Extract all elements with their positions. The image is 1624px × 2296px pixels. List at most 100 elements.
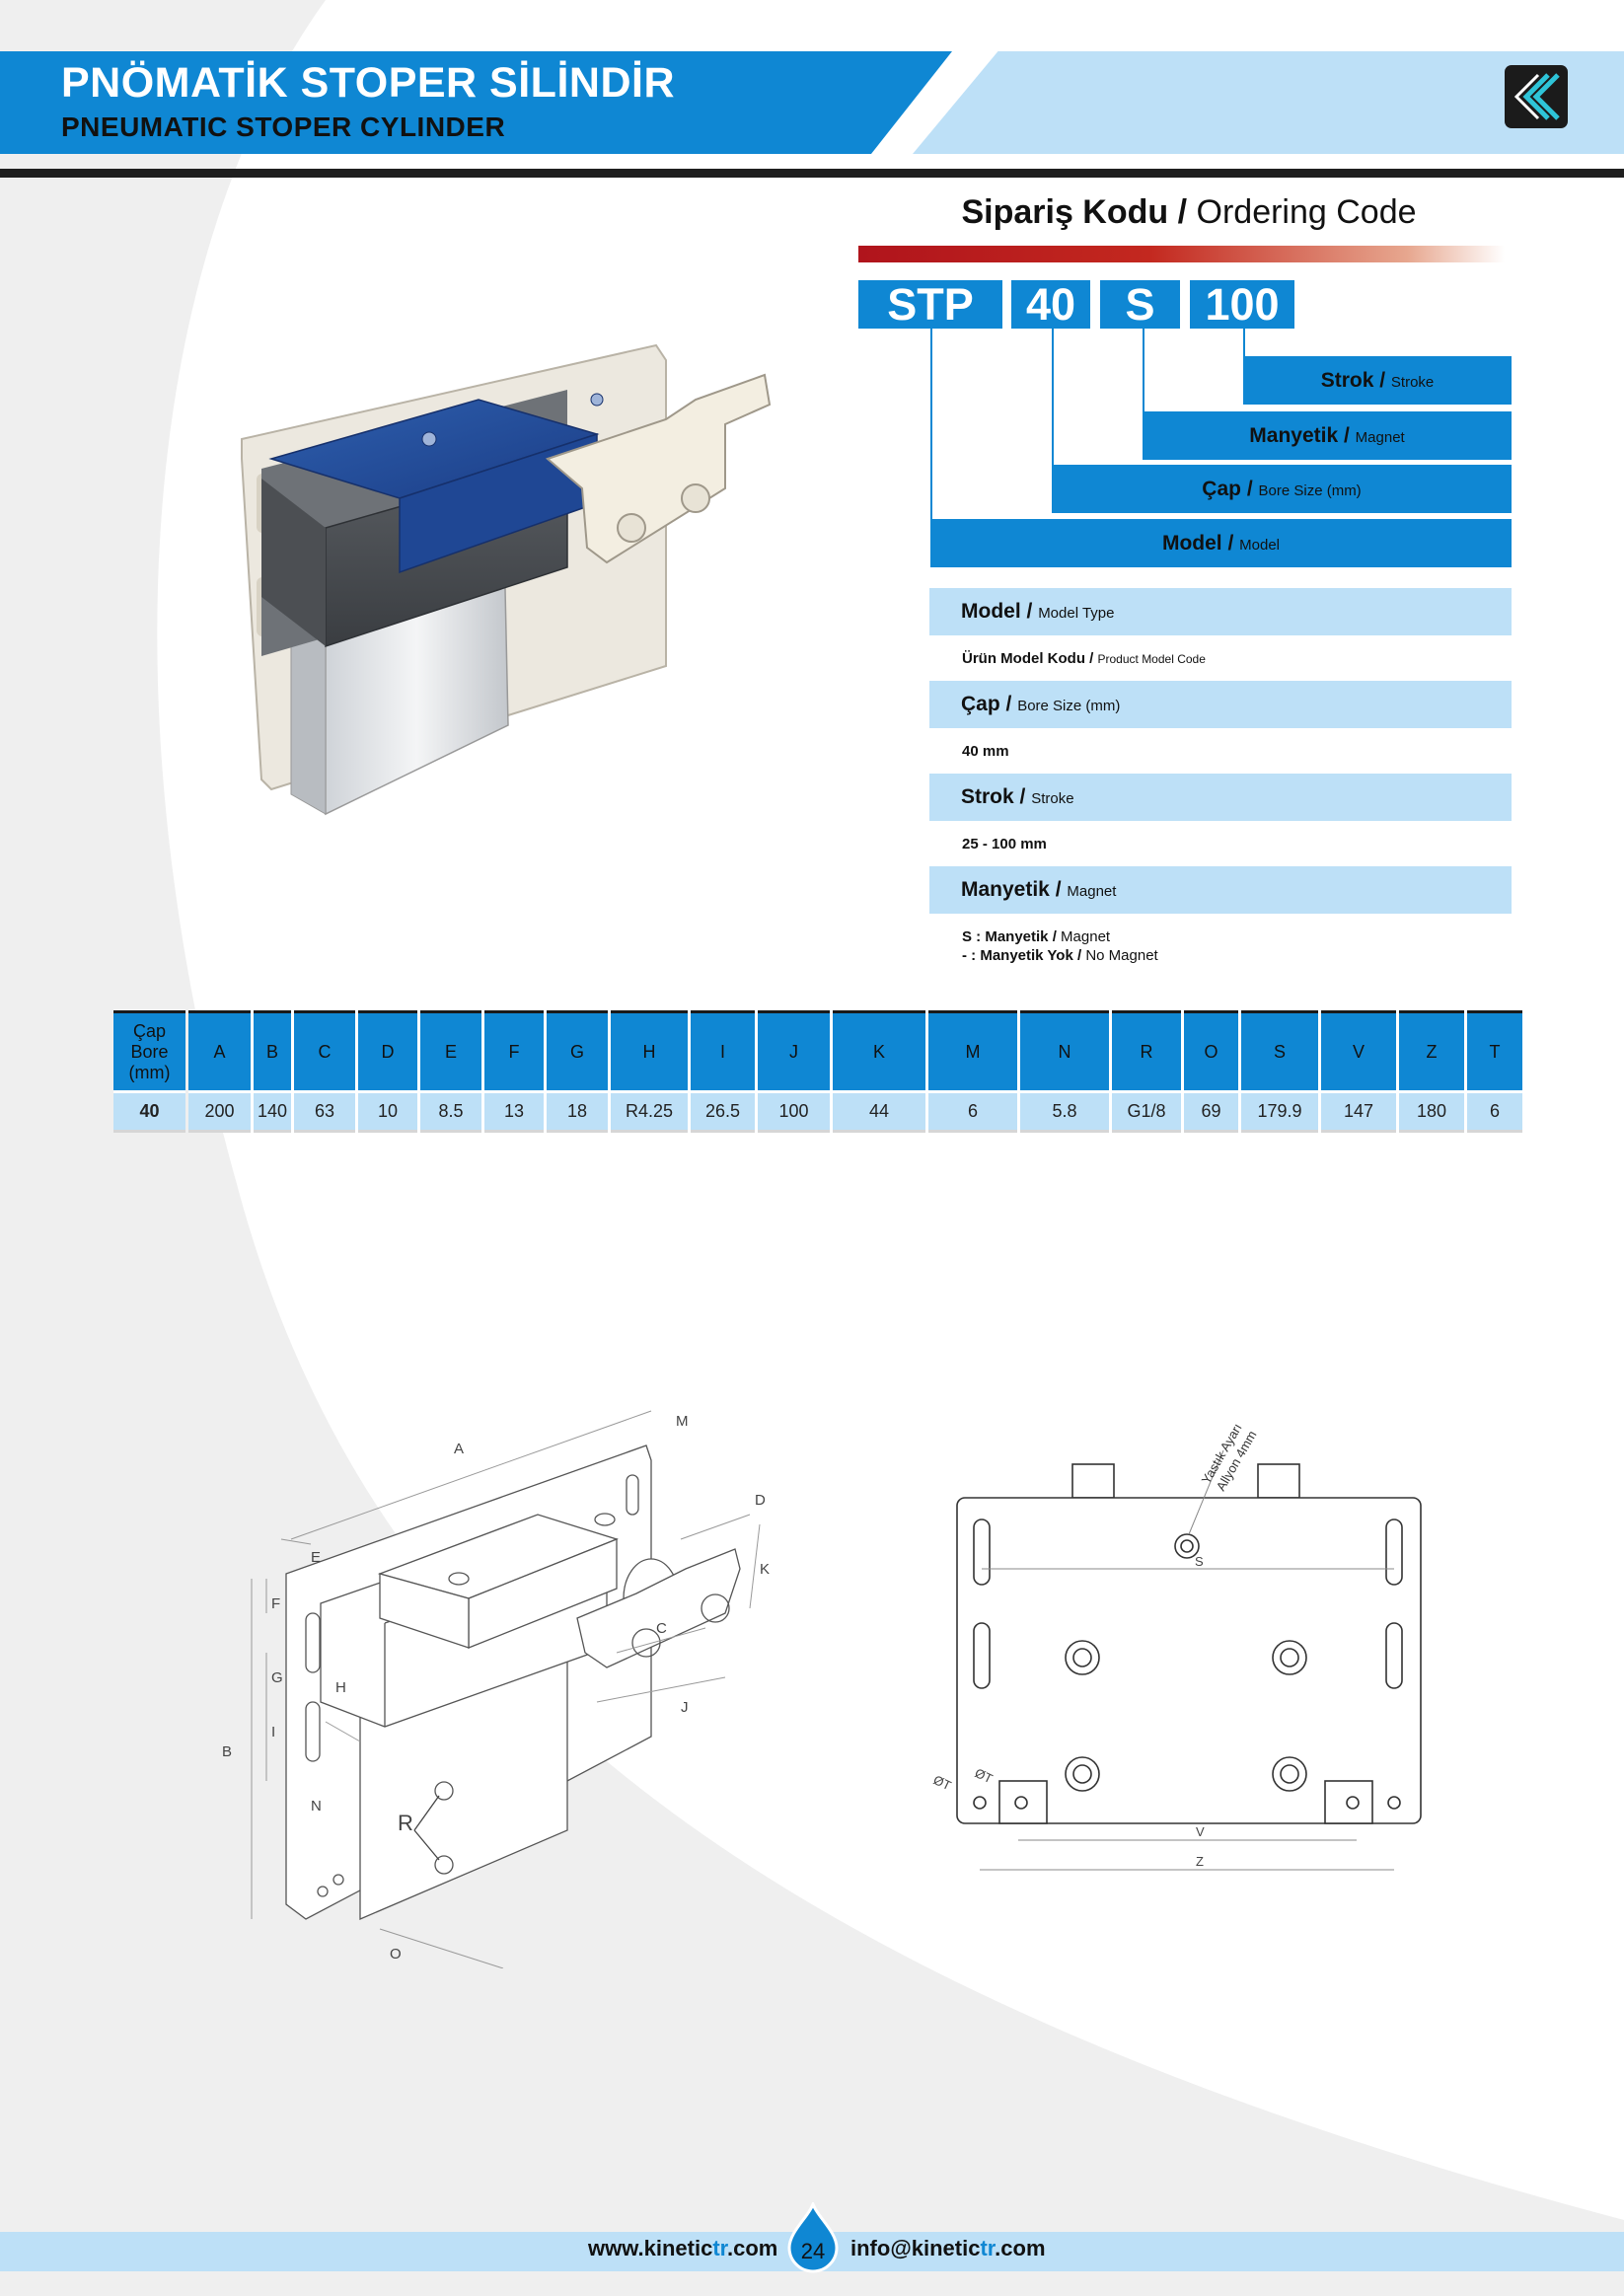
stair-stroke-tr: Strok — [1320, 369, 1374, 392]
footer-website[interactable]: www.kinetictr.com — [588, 2236, 777, 2261]
legend-magnet-tr: Manyetik — [961, 878, 1050, 901]
legend-stroke: Strok / Stroke — [929, 774, 1512, 821]
table-cell: 179.9 — [1241, 1090, 1318, 1133]
code-bore: 40 — [1011, 280, 1090, 329]
header-cell: N — [1020, 1010, 1109, 1090]
dim-label-n: N — [311, 1798, 322, 1815]
legend-magnet-option-none: - : Manyetik Yok / No Magnet — [962, 947, 1158, 964]
table-cell: 6 — [1467, 1090, 1522, 1133]
stair-bore-en: Bore Size (mm) — [1258, 482, 1362, 499]
dim-label-v: V — [1196, 1824, 1205, 1839]
header-cell: K — [833, 1010, 925, 1090]
header-bore: Çap Bore (mm) — [113, 1010, 185, 1090]
stair-model-en: Model — [1239, 537, 1281, 554]
footer-email-a: info@kinetic — [850, 2236, 981, 2260]
footer-email-c: .com — [995, 2236, 1046, 2260]
table-cell: 10 — [358, 1090, 417, 1133]
header-cell: B — [254, 1010, 291, 1090]
legend-stroke-tr: Strok — [961, 785, 1014, 808]
stair-sep: / — [1338, 424, 1356, 447]
header-cell: C — [294, 1010, 355, 1090]
legend-bore-value: 40 mm — [962, 743, 1009, 760]
table-cell: 5.8 — [1020, 1090, 1109, 1133]
ordering-title-sep: / — [1168, 193, 1197, 231]
dim-label-m: M — [676, 1413, 689, 1430]
legend-sep: / — [999, 693, 1018, 715]
legend-sep: / — [1048, 928, 1062, 945]
legend-magnet-en: Magnet — [1067, 883, 1117, 900]
header-cell: E — [420, 1010, 481, 1090]
ordering-title-tr: Sipariş Kodu — [961, 193, 1169, 231]
top-view-drawing: S V Z ØT ØT Yastık Ayarı Allyon 4mm — [931, 1421, 1422, 1871]
header-cell: S — [1241, 1010, 1318, 1090]
footer-website-c: .com — [727, 2236, 778, 2260]
dim-label-e: E — [311, 1549, 321, 1566]
stair-sep: / — [1221, 532, 1240, 555]
ordering-title-en: Ordering Code — [1196, 193, 1417, 231]
table-cell: 6 — [928, 1090, 1017, 1133]
table-cell: 44 — [833, 1090, 925, 1133]
dim-label-d: D — [755, 1492, 766, 1509]
dim-label-z: Z — [1196, 1854, 1204, 1869]
header-cell: D — [358, 1010, 417, 1090]
table-cell: 18 — [547, 1090, 608, 1133]
legend-sep: / — [1072, 947, 1086, 964]
header-cell: O — [1184, 1010, 1238, 1090]
page-number: 24 — [800, 2239, 826, 2263]
legend-bore-tr: Çap — [961, 693, 1000, 715]
legend-stroke-value-text: 25 - 100 mm — [962, 836, 1047, 852]
footer-email[interactable]: info@kinetictr.com — [850, 2236, 1046, 2261]
header-cell: I — [691, 1010, 755, 1090]
legend-bore: Çap / Bore Size (mm) — [929, 681, 1512, 728]
ordering-code-title: Sipariş Kodu / Ordering Code — [853, 193, 1524, 232]
product-render — [241, 343, 772, 816]
dim-label-h: H — [335, 1679, 346, 1696]
legend-model-en: Model Type — [1038, 605, 1115, 622]
stair-model-tr: Model — [1161, 532, 1222, 555]
header-cell: T — [1467, 1010, 1522, 1090]
stair-magnet-tr: Manyetik — [1249, 424, 1339, 447]
dimension-table: Çap Bore (mm) A B C D E F G H I J K M N … — [111, 1010, 1525, 1133]
legend-stroke-value: 25 - 100 mm — [962, 836, 1047, 852]
dim-label-s: S — [1195, 1554, 1204, 1569]
dim-label-k: K — [760, 1561, 770, 1578]
footer-email-b: tr — [980, 2236, 996, 2260]
leader-model — [930, 329, 932, 519]
leader-bore — [1052, 329, 1054, 465]
header-cell: R — [1112, 1010, 1181, 1090]
leader-stroke — [1243, 329, 1245, 358]
legend-sep: / — [1020, 600, 1039, 623]
dim-label-f: F — [271, 1595, 280, 1612]
dim-label-t1: ØT — [931, 1772, 954, 1793]
dim-label-t2: ØT — [973, 1765, 996, 1786]
table-cell: 200 — [188, 1090, 251, 1133]
header-bore-tr: Çap — [132, 1020, 167, 1041]
header-rule — [0, 169, 1624, 178]
legend-model-value-tr: Ürün Model Kodu — [962, 650, 1085, 667]
stair-sep: / — [1373, 369, 1391, 392]
stair-stroke: Strok / Stroke — [1243, 356, 1512, 405]
legend-model-value: Ürün Model Kodu / Product Model Code — [962, 650, 1206, 667]
header-cell: G — [547, 1010, 608, 1090]
code-stroke: 100 — [1190, 280, 1294, 329]
dim-label-b: B — [222, 1743, 232, 1760]
stair-sep: / — [1240, 478, 1259, 500]
table-cell: 147 — [1321, 1090, 1396, 1133]
table-cell: 140 — [254, 1090, 291, 1133]
legend-sep: / — [1084, 650, 1098, 667]
legend-bore-en: Bore Size (mm) — [1017, 698, 1121, 714]
logo-chevrons-icon — [1513, 73, 1560, 120]
legend-magnet-option-s: S : Manyetik / Magnet — [962, 928, 1110, 945]
table-row: 40 200 140 63 10 8.5 13 18 R4.25 26.5 10… — [113, 1090, 1522, 1133]
page-title-en: PNEUMATIC STOPER CYLINDER — [61, 111, 506, 142]
stair-bore: Çap / Bore Size (mm) — [1052, 465, 1512, 513]
legend-model: Model / Model Type — [929, 588, 1512, 635]
table-cell: R4.25 — [611, 1090, 688, 1133]
magnet-option-none-key: - : Manyetik Yok — [962, 947, 1073, 964]
leader-magnet — [1143, 329, 1144, 412]
header-cell: Z — [1399, 1010, 1464, 1090]
stair-magnet-en: Magnet — [1355, 429, 1405, 446]
header-cell: M — [928, 1010, 1017, 1090]
table-cell: G1/8 — [1112, 1090, 1181, 1133]
header-banner — [0, 51, 952, 154]
